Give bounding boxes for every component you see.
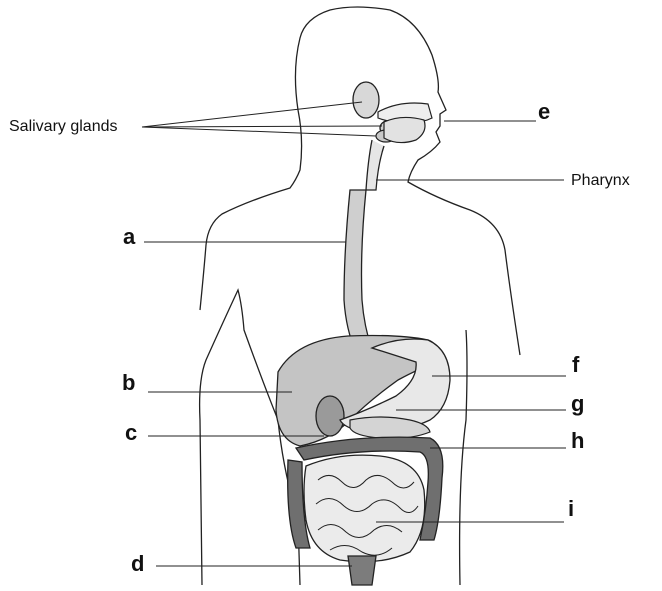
label-pharynx: Pharynx	[571, 172, 630, 189]
label-e: e	[538, 99, 551, 124]
label-c: c	[125, 420, 138, 445]
label-d: d	[131, 551, 145, 576]
label-h: h	[571, 428, 585, 453]
label-g: g	[571, 391, 585, 416]
small-intestine-coils	[315, 475, 419, 556]
label-b: b	[122, 370, 136, 395]
rectum	[347, 555, 377, 586]
gallbladder	[315, 395, 345, 437]
leader-salivary-2	[141, 125, 383, 128]
pancreas	[349, 416, 431, 439]
label-i: i	[568, 496, 575, 521]
esophagus	[343, 189, 373, 353]
leader-salivary-1	[141, 101, 363, 128]
label-salivary-glands: Salivary glands	[9, 118, 118, 135]
parotid-gland	[352, 81, 380, 119]
small-intestine	[303, 454, 426, 563]
body-outline	[198, 6, 521, 586]
tongue	[383, 116, 426, 144]
large-intestine	[287, 436, 444, 549]
label-a: a	[123, 224, 136, 249]
torso-side-right	[458, 329, 468, 586]
leader-salivary-3	[141, 126, 377, 137]
pharynx	[365, 139, 385, 191]
label-f: f	[572, 352, 580, 377]
